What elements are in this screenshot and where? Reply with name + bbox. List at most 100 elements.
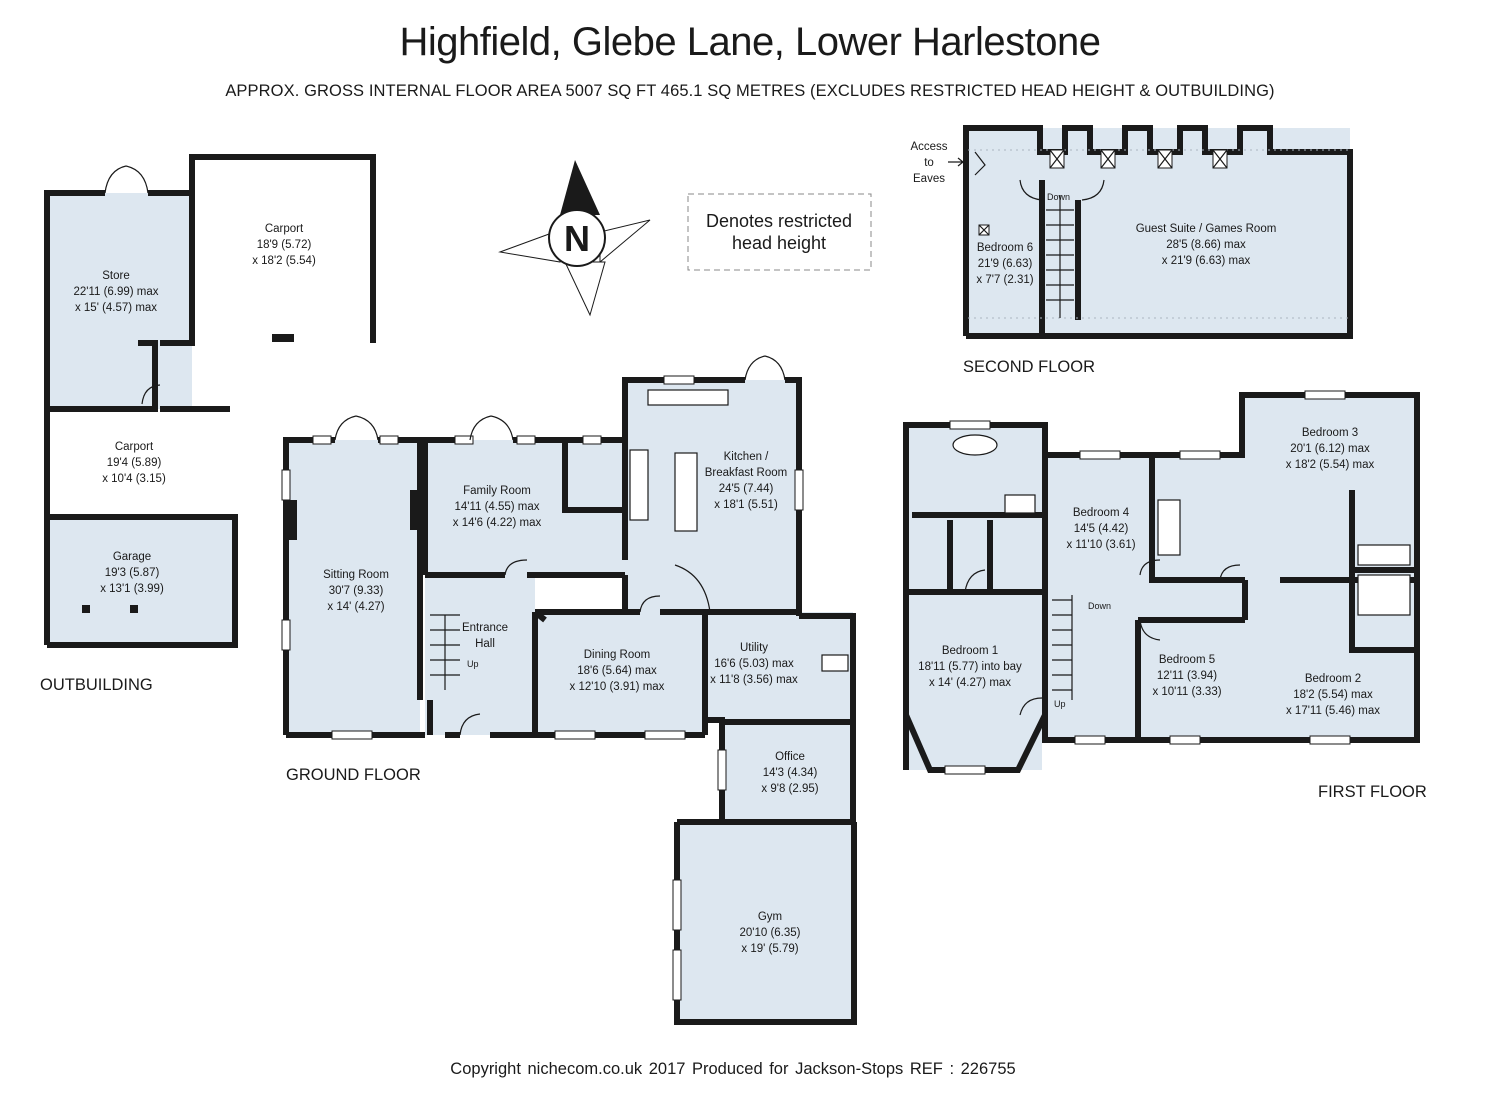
- bed6-name: Bedroom 6: [977, 242, 1033, 254]
- store-side-door: [141, 384, 161, 405]
- first-stair-down: Down: [1088, 601, 1111, 611]
- carport-walls: [189, 154, 376, 343]
- floor-label-second: SECOND FLOOR: [963, 358, 1095, 376]
- kitchen-name-2: Breakfast Room: [705, 467, 787, 479]
- carport1-name: Carport: [265, 223, 304, 235]
- family-dim-2: x 14'6 (4.22) max: [453, 517, 542, 529]
- access-arrow: [948, 157, 964, 167]
- access-line-3: Eaves: [913, 173, 945, 185]
- bed5-dim-2: x 10'11 (3.33): [1152, 686, 1221, 698]
- carport2-dim-1: 19'4 (5.89): [107, 457, 162, 469]
- sitting-name: Sitting Room: [323, 569, 389, 581]
- ground-walls-utility-office: [702, 612, 856, 825]
- bed4-dim-1: 14'5 (4.42): [1074, 523, 1129, 535]
- bed1-dim-2: x 14' (4.27) max: [929, 677, 1011, 689]
- hall-name-1: Entrance: [462, 622, 508, 634]
- hall-name-2: Hall: [475, 638, 495, 650]
- store-door-swing: [104, 165, 149, 194]
- bed1-dim-1: 18'11 (5.77) into bay: [918, 661, 1022, 673]
- bed3-name: Bedroom 3: [1302, 427, 1358, 439]
- compass-letter: N: [564, 218, 590, 259]
- first-floor-plan: [903, 390, 1420, 775]
- outbuilding-plan: [44, 154, 376, 648]
- office-dim-1: 14'3 (4.34): [763, 767, 818, 779]
- legend-line-2: head height: [732, 233, 826, 253]
- sitting-dim-1: 30'7 (9.33): [329, 585, 384, 597]
- second-walls-internal: [1039, 180, 1081, 336]
- bed1-name: Bedroom 1: [942, 645, 998, 657]
- bathroom-walls: [912, 512, 1042, 592]
- ground-floor-plan: [281, 355, 857, 1025]
- sitting-dim-2: x 14' (4.27): [327, 601, 384, 613]
- kitchen-name-1: Kitchen /: [724, 451, 770, 463]
- access-line-2: to: [924, 157, 934, 169]
- store-fill: [47, 193, 192, 409]
- ground-walls-dining: [532, 380, 800, 735]
- carport1-dim-1: 18'9 (5.72): [257, 239, 312, 251]
- garage-walls: [44, 514, 238, 648]
- store-dim-1: 22'11 (6.99) max: [73, 286, 158, 298]
- guest-dim-2: x 21'9 (6.63) max: [1162, 255, 1251, 267]
- garage-name: Garage: [113, 551, 151, 563]
- access-line-1: Access: [910, 141, 947, 153]
- bed3-dim-1: 20'1 (6.12) max: [1290, 443, 1370, 455]
- garage-dim-1: 19'3 (5.87): [105, 567, 160, 579]
- guest-dim-1: 28'5 (8.66) max: [1166, 239, 1246, 251]
- store-walls: [44, 190, 195, 412]
- carport2-name: Carport: [115, 441, 154, 453]
- restricted-height-legend: Denotes restricted head height: [687, 193, 872, 271]
- bed5-name: Bedroom 5: [1159, 654, 1215, 666]
- floor-area-subtitle: APPROX. GROSS INTERNAL FLOOR AREA 5007 S…: [225, 82, 1275, 100]
- floor-label-ground: GROUND FLOOR: [286, 766, 421, 784]
- utility-name: Utility: [740, 642, 768, 654]
- bed6-dim-2: x 7'7 (2.31): [976, 274, 1033, 286]
- north-compass: N: [498, 160, 651, 317]
- garage-post-right: [130, 605, 138, 613]
- carport1-dim-2: x 18'2 (5.54): [252, 255, 316, 267]
- bed4-name: Bedroom 4: [1073, 507, 1130, 519]
- carport2-dim-2: x 10'4 (3.15): [102, 473, 166, 485]
- bed5-dim-1: 12'11 (3.94): [1157, 670, 1217, 682]
- gym-name: Gym: [758, 911, 782, 923]
- page-title: Highfield, Glebe Lane, Lower Harlestone: [399, 20, 1101, 64]
- legend-line-1: Denotes restricted: [706, 211, 852, 231]
- second-floor-plan: [963, 125, 1353, 339]
- floor-label-first: FIRST FLOOR: [1318, 783, 1427, 801]
- bed2-name: Bedroom 2: [1305, 673, 1361, 685]
- second-stair-down: Down: [1047, 192, 1070, 202]
- office-dim-2: x 9'8 (2.95): [761, 783, 818, 795]
- dining-dim-1: 18'6 (5.64) max: [577, 665, 657, 677]
- bed4-dim-2: x 11'10 (3.61): [1066, 539, 1135, 551]
- ground-walls-north: [283, 377, 802, 735]
- carport-open-walls: [44, 406, 230, 517]
- bed3-dim-2: x 18'2 (5.54) max: [1286, 459, 1375, 471]
- office-name: Office: [775, 751, 805, 763]
- bed2-dim-2: x 17'11 (5.46) max: [1286, 705, 1380, 717]
- ensuite-walls: [1349, 490, 1417, 653]
- floor-label-outbuilding: OUTBUILDING: [40, 676, 153, 694]
- garage-dim-2: x 13'1 (3.99): [100, 583, 164, 595]
- gym-dim-2: x 19' (5.79): [741, 943, 798, 955]
- store-dim-2: x 15' (4.57) max: [75, 302, 157, 314]
- guest-name: Guest Suite / Games Room: [1136, 223, 1277, 235]
- copyright-footer: Copyright nichecom.co.uk 2017 Produced f…: [450, 1060, 1016, 1078]
- bed2-dim-1: 18'2 (5.54) max: [1293, 689, 1373, 701]
- ground-walls-internal: [417, 440, 625, 735]
- garage-post-left: [82, 605, 90, 613]
- utility-dim-2: x 11'8 (3.56) max: [710, 674, 798, 686]
- kitchen-dim-1: 24'5 (7.44): [719, 483, 774, 495]
- first-stair-up: Up: [1054, 699, 1066, 709]
- garage-fill: [50, 517, 235, 645]
- family-name: Family Room: [463, 485, 531, 497]
- dining-dim-2: x 12'10 (3.91) max: [570, 681, 665, 693]
- ground-stair-up: Up: [467, 659, 479, 669]
- bed6-dim-1: 21'9 (6.63): [978, 258, 1033, 270]
- family-dim-1: 14'11 (4.55) max: [454, 501, 539, 513]
- gym-dim-1: 20'10 (6.35): [739, 927, 800, 939]
- carport-post: [272, 334, 294, 342]
- utility-dim-1: 16'6 (5.03) max: [714, 658, 794, 670]
- store-name: Store: [102, 270, 130, 282]
- kitchen-dim-2: x 18'1 (5.51): [714, 499, 778, 511]
- bedroom1-bay: [903, 592, 1048, 773]
